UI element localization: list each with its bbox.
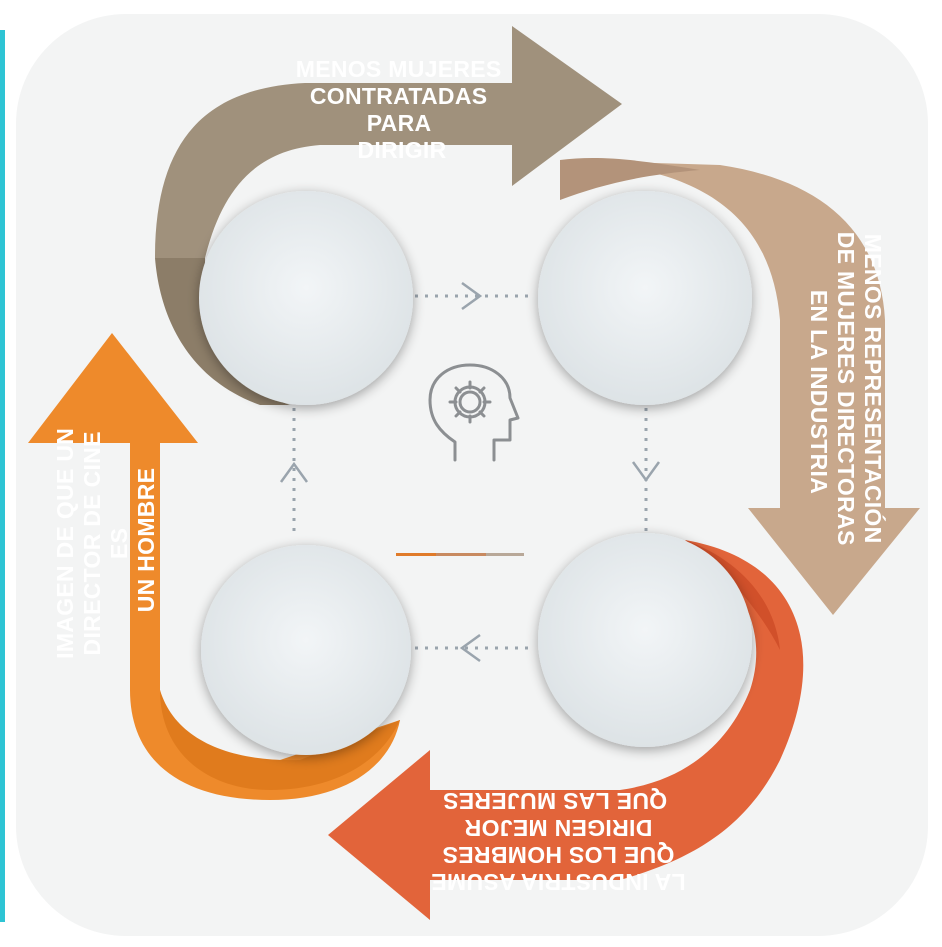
label-right-line-3: EN LA INDUSTRIA bbox=[806, 290, 832, 494]
circle-bottom-left bbox=[201, 545, 411, 755]
label-top-line-2: CONTRATADAS bbox=[310, 83, 488, 109]
label-right-line-2: DE MUJERES DIRECTORAS bbox=[833, 232, 859, 546]
circle-top-left bbox=[199, 191, 413, 405]
circle-top-right bbox=[538, 191, 752, 405]
label-left: IMAGEN DE QUE UN DIRECTOR DE CINE ES UN … bbox=[52, 421, 159, 659]
connector-left-arrow-icon bbox=[279, 461, 309, 483]
accent-line bbox=[0, 30, 5, 922]
label-top-line-4: DIRIGIR bbox=[358, 137, 447, 163]
circles bbox=[199, 191, 752, 755]
label-top-line-3: PARA bbox=[367, 110, 431, 136]
label-left-line-1: IMAGEN DE QUE UN bbox=[52, 428, 78, 659]
label-right: MENOS REPRESENTACIÓN DE MUJERES DIRECTOR… bbox=[806, 232, 887, 553]
label-bottom-line-3: DIRIGEN MEJOR bbox=[464, 815, 652, 841]
label-left-line-3: ES bbox=[106, 528, 132, 559]
connectors bbox=[279, 281, 661, 663]
label-top-line-1: MENOS MUJERES bbox=[296, 56, 502, 82]
label-top: MENOS MUJERES CONTRATADAS PARA DIRIGIR bbox=[296, 56, 509, 163]
arrow-left bbox=[28, 333, 400, 800]
arrow-bottom bbox=[328, 540, 804, 920]
arrow-top bbox=[155, 26, 622, 405]
label-bottom: LA INDUSTRIA ASUME QUE LOS HOMBRES DIRIG… bbox=[424, 788, 685, 895]
center-dash bbox=[396, 553, 524, 556]
arrow-right bbox=[560, 158, 920, 615]
label-bottom-line-2: QUE LOS HOMBRES bbox=[442, 842, 674, 868]
label-left-line-2: DIRECTOR DE CINE bbox=[79, 431, 105, 655]
label-left-line-4: UN HOMBRE bbox=[133, 468, 159, 613]
label-bottom-line-4: QUE LAS MUJERES bbox=[443, 788, 667, 814]
connector-bottom-arrow-icon bbox=[459, 633, 481, 663]
circle-bottom-right bbox=[538, 533, 752, 747]
label-bottom-line-1: LA INDUSTRIA ASUME bbox=[431, 869, 686, 895]
label-right-line-1: MENOS REPRESENTACIÓN bbox=[860, 234, 887, 544]
connector-right-arrow-icon bbox=[631, 461, 661, 483]
connector-top-arrow-icon bbox=[461, 281, 483, 311]
head-gear-icon bbox=[428, 363, 520, 462]
